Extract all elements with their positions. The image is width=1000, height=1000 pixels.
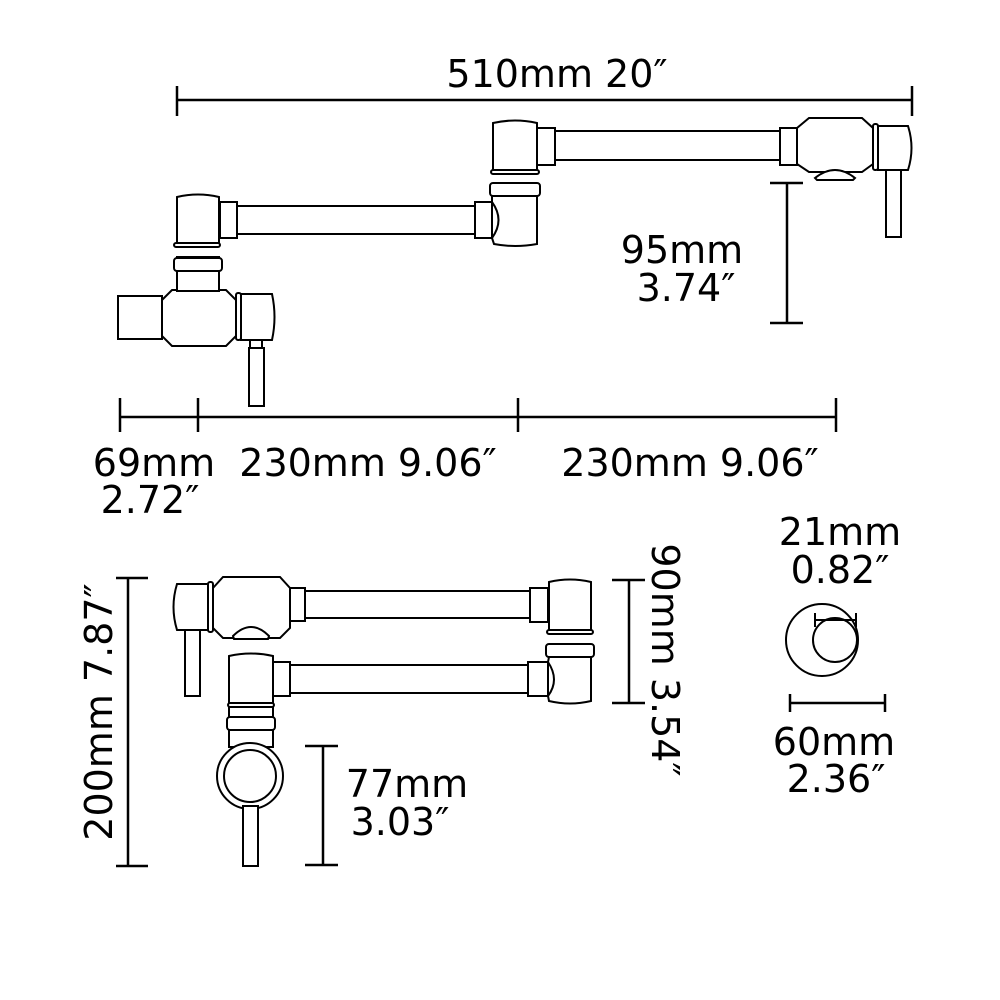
dimension-77mm: 77mm 3.03″ bbox=[305, 744, 468, 867]
valve-lever bbox=[242, 805, 259, 867]
lower-end-connector bbox=[527, 661, 549, 697]
lever-stem bbox=[249, 339, 263, 349]
arm2-connector bbox=[536, 127, 556, 166]
riser-nut bbox=[226, 716, 276, 731]
upper-tube bbox=[304, 590, 531, 619]
label-arm-spacing: 90mm 3.54″ bbox=[643, 543, 687, 776]
label-overall-width: 510mm 20″ bbox=[446, 52, 667, 96]
joint-body bbox=[546, 656, 592, 705]
lower-tube bbox=[289, 664, 529, 694]
valve-body bbox=[161, 289, 237, 347]
label-spout-drop-mm: 95mm bbox=[621, 228, 743, 272]
dimension-95mm: 95mm 3.74″ bbox=[621, 181, 803, 325]
label-spout-drop-in: 3.74″ bbox=[637, 266, 736, 310]
inlet-pipe bbox=[117, 295, 163, 340]
arm1-tube bbox=[236, 205, 476, 235]
joint-ring bbox=[546, 629, 594, 635]
label-outer-dia-in: 2.36″ bbox=[787, 757, 886, 801]
arm2-end-connector bbox=[779, 127, 798, 166]
arm2-tube bbox=[554, 130, 781, 161]
joint-nut bbox=[489, 182, 541, 197]
valve-inlet bbox=[223, 749, 277, 803]
joint-nut bbox=[545, 643, 595, 658]
riser-cap bbox=[176, 193, 220, 244]
riser-cap bbox=[228, 652, 274, 704]
spout-body bbox=[212, 576, 291, 639]
arm1-connector bbox=[219, 201, 238, 239]
flange-view: 21mm 0.82″ 60mm 2.36″ bbox=[773, 510, 901, 801]
joint-cap bbox=[492, 119, 538, 171]
dimension-510mm: 510mm 20″ bbox=[175, 52, 914, 116]
label-inner-dia-mm: 21mm bbox=[779, 510, 901, 554]
spout-aerator bbox=[813, 169, 857, 181]
riser-nut bbox=[173, 257, 223, 272]
dimension-bottom-row: 69mm 2.72″ 230mm 9.06″ 230mm 9.06″ bbox=[93, 398, 838, 522]
label-arm1-length: 230mm 9.06″ bbox=[239, 441, 496, 485]
spout-aerator bbox=[231, 626, 271, 640]
arm1-end-connector bbox=[474, 201, 493, 239]
spout-cap bbox=[877, 125, 913, 171]
label-inlet-height-in: 3.03″ bbox=[351, 800, 450, 844]
label-inner-dia-in: 0.82″ bbox=[791, 548, 890, 592]
spout-lever bbox=[885, 169, 902, 238]
joint-cap bbox=[548, 578, 592, 631]
dimension-90mm: 90mm 3.54″ bbox=[612, 543, 687, 777]
flange-hole bbox=[812, 617, 858, 663]
joint-body bbox=[490, 195, 538, 247]
valve-lever bbox=[248, 347, 265, 407]
label-inlet-height-mm: 77mm bbox=[346, 762, 468, 806]
spout-lever bbox=[184, 629, 201, 697]
valve-cap bbox=[240, 293, 276, 341]
upper-end-connector bbox=[529, 587, 549, 623]
top-view-faucet bbox=[117, 117, 913, 407]
label-wall-offset-in: 2.72″ bbox=[101, 478, 200, 522]
label-arm2-length: 230mm 9.06″ bbox=[561, 441, 818, 485]
folded-view-faucet bbox=[172, 576, 595, 867]
label-wall-offset-mm: 69mm bbox=[93, 441, 215, 485]
dimension-200mm: 200mm 7.87″ bbox=[77, 576, 148, 868]
lower-connector bbox=[272, 661, 291, 697]
label-outer-dia-mm: 60mm bbox=[773, 720, 895, 764]
label-overall-height: 200mm 7.87″ bbox=[77, 583, 121, 840]
upper-connector bbox=[289, 587, 306, 622]
spout-body bbox=[796, 117, 874, 173]
spout-cap bbox=[172, 583, 209, 631]
